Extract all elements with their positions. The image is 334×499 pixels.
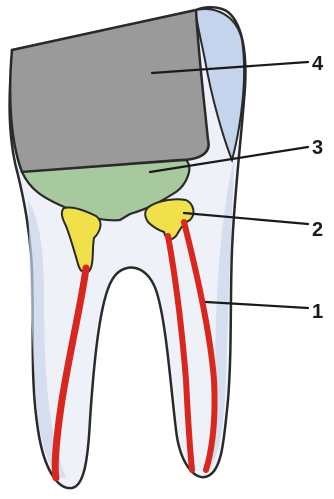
label-2: 2 bbox=[312, 219, 323, 241]
label-4: 4 bbox=[312, 53, 324, 75]
label-1: 1 bbox=[312, 301, 323, 323]
crown-restoration bbox=[10, 10, 208, 172]
label-3: 3 bbox=[312, 137, 323, 159]
